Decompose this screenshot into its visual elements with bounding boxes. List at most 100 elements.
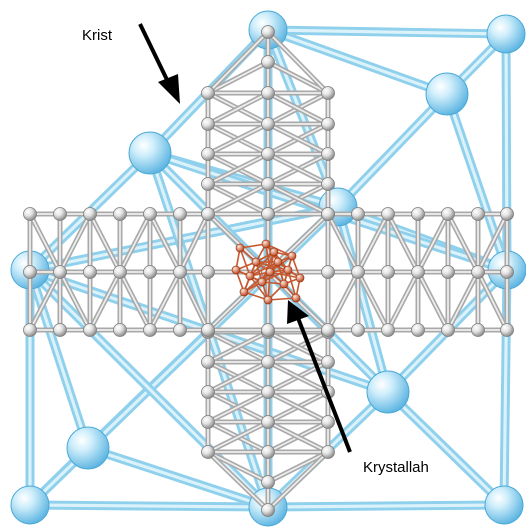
krist-bar-highlight bbox=[28, 205, 340, 272]
inner-node bbox=[441, 207, 455, 221]
inner-bar-highlight bbox=[387, 213, 419, 273]
krystallah-bar bbox=[239, 247, 251, 277]
inner-node bbox=[201, 86, 215, 100]
krist-bar-highlight bbox=[386, 390, 506, 507]
inner-bar-highlight bbox=[29, 213, 61, 273]
krist-bar-highlight bbox=[336, 205, 390, 394]
inner-bar-highlight bbox=[327, 271, 359, 331]
inner-node bbox=[53, 323, 67, 337]
inner-node bbox=[201, 445, 215, 459]
krystallah-node bbox=[295, 273, 305, 283]
krystallah-node bbox=[261, 239, 271, 249]
inner-bar-highlight bbox=[207, 451, 269, 483]
inner-bar-highlight bbox=[267, 153, 329, 185]
inner-bar-highlight bbox=[149, 271, 181, 331]
inner-node bbox=[261, 503, 275, 517]
inner-bar-highlight bbox=[267, 61, 329, 94]
inner-bar-highlight bbox=[179, 213, 209, 273]
krystallah-bar bbox=[261, 251, 275, 283]
inner-bar-highlight bbox=[207, 451, 269, 511]
krystallah-node bbox=[273, 257, 283, 267]
inner-bar-highlight bbox=[477, 213, 508, 273]
krystallah-label: Krystallah bbox=[363, 459, 429, 476]
krystallah-node bbox=[251, 257, 261, 267]
inner-node bbox=[471, 207, 485, 221]
krystallah-bar bbox=[269, 271, 301, 279]
inner-bar-highlight bbox=[207, 183, 269, 215]
krystallah-bar bbox=[267, 271, 271, 301]
inner-node bbox=[321, 147, 335, 161]
krystallah-bar bbox=[249, 261, 279, 277]
inner-node bbox=[201, 415, 215, 429]
inner-bar-highlight bbox=[59, 271, 91, 331]
krystallah-bar bbox=[249, 251, 275, 277]
inner-bar-highlight bbox=[207, 92, 269, 125]
inner-bar-highlight bbox=[179, 271, 209, 331]
krystallah-pointer-arrow bbox=[287, 300, 352, 453]
krystallah-node bbox=[279, 279, 289, 289]
inner-bar-highlight bbox=[207, 361, 269, 393]
inner-bar-highlight bbox=[207, 31, 269, 94]
inner-bar-highlight bbox=[327, 213, 359, 273]
inner-bar-highlight bbox=[119, 271, 151, 331]
krystallah-bar bbox=[249, 275, 269, 301]
inner-node bbox=[351, 323, 365, 337]
krystallah-node bbox=[265, 267, 275, 277]
krist-node bbox=[484, 485, 524, 525]
inner-node bbox=[471, 323, 485, 337]
inner-bar-highlight bbox=[207, 331, 269, 363]
krist-bar-highlight bbox=[28, 268, 90, 450]
krist-bar-highlight bbox=[266, 28, 508, 36]
krist-node bbox=[10, 485, 50, 525]
inner-bar-highlight bbox=[267, 361, 329, 393]
krystallah-node bbox=[245, 271, 255, 281]
inner-node bbox=[83, 265, 97, 279]
inner-node bbox=[500, 323, 514, 337]
inner-node bbox=[321, 207, 335, 221]
krystallah-core bbox=[231, 239, 305, 305]
inner-bar-highlight bbox=[89, 271, 121, 331]
inner-node bbox=[23, 265, 37, 279]
inner-bar-highlight bbox=[207, 421, 269, 453]
krystallah-bar bbox=[239, 243, 267, 249]
inner-node bbox=[261, 415, 275, 429]
krist-bar-highlight bbox=[28, 503, 270, 509]
inner-node bbox=[321, 117, 335, 131]
inner-node bbox=[23, 323, 37, 337]
inner-node bbox=[471, 265, 485, 279]
inner-node bbox=[261, 117, 275, 131]
inner-node bbox=[411, 265, 425, 279]
inner-node bbox=[261, 355, 275, 369]
inner-bar-highlight bbox=[447, 213, 479, 273]
inner-bar-highlight bbox=[417, 213, 449, 273]
inner-bar-highlight bbox=[267, 183, 329, 215]
inner-node bbox=[381, 207, 395, 221]
krist-node bbox=[425, 72, 469, 116]
krist-bar-highlight bbox=[266, 503, 506, 509]
inner-node bbox=[23, 207, 37, 221]
inner-node bbox=[261, 177, 275, 191]
krystallah-bar bbox=[243, 271, 271, 293]
inner-node bbox=[201, 265, 215, 279]
inner-node bbox=[261, 385, 275, 399]
inner-node bbox=[53, 207, 67, 221]
krist-label: Krist bbox=[82, 27, 113, 44]
inner-bar-highlight bbox=[447, 271, 479, 331]
krist-node bbox=[366, 370, 410, 414]
inner-node bbox=[351, 207, 365, 221]
inner-bar-highlight bbox=[267, 391, 329, 423]
inner-bar-highlight bbox=[207, 123, 269, 155]
inner-node bbox=[201, 355, 215, 369]
inner-bar-highlight bbox=[29, 271, 61, 331]
inner-bar-highlight bbox=[207, 391, 269, 423]
inner-bar-highlight bbox=[89, 213, 121, 273]
inner-bar-highlight bbox=[267, 331, 329, 363]
inner-node bbox=[321, 323, 335, 337]
krystallah-node bbox=[263, 295, 273, 305]
inner-node bbox=[261, 475, 275, 489]
inner-node bbox=[351, 265, 365, 279]
krystallah-bar bbox=[287, 269, 297, 299]
krist-node bbox=[66, 426, 110, 470]
inner-node bbox=[500, 265, 514, 279]
